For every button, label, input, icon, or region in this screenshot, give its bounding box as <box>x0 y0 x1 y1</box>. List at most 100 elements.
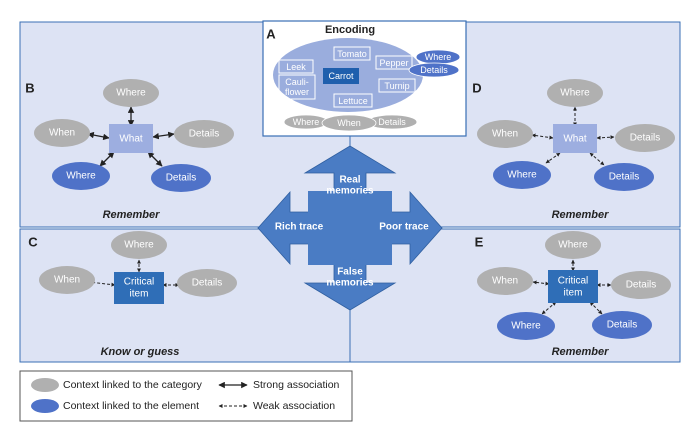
node-where-label: Where <box>124 240 154 251</box>
panel-a-letter: A <box>266 27 276 42</box>
node-details-label: Details <box>630 133 661 144</box>
node-when <box>39 266 95 294</box>
legend-element-label: Context linked to the element <box>63 400 199 412</box>
item-carrot-box <box>323 68 359 84</box>
node-element-details-label: Details <box>607 320 638 331</box>
edge-what-details <box>152 131 175 140</box>
edge-what-when <box>531 133 554 140</box>
encoding-category-when-label: When <box>337 118 361 128</box>
node-critical-item <box>548 270 598 303</box>
node-element-details-label: Details <box>609 172 640 183</box>
node-when-label: When <box>492 276 518 287</box>
panel-d-caption: Remember <box>552 209 610 221</box>
panel-a: A Encoding Tomato Leek Carrot Pepper Cau… <box>262 20 467 137</box>
node-element-where-label: Where <box>507 170 537 181</box>
edge-what-when <box>87 131 110 141</box>
panel-e: E Where When Details Where Details Criti… <box>349 228 681 363</box>
item-carrot: Carrot <box>328 71 354 81</box>
node-element-details-label: Details <box>166 173 197 184</box>
node-when-label: When <box>49 128 75 139</box>
edge-what-el-where <box>99 151 115 167</box>
arrow-center <box>308 191 392 265</box>
legend-weak-label: Weak association <box>253 400 335 412</box>
item-lettuce-box <box>333 93 373 108</box>
node-when-label: When <box>54 275 80 286</box>
edge-what-el-where <box>545 152 561 164</box>
edge-item-el-where <box>541 301 557 315</box>
legend-category-swatch <box>31 378 59 392</box>
item-cauliflower-line2: flower <box>285 87 309 97</box>
panel-b-caption: Remember <box>103 209 161 221</box>
node-element-where <box>52 162 110 190</box>
node-critical-item-line2: item <box>130 289 149 300</box>
panel-c-letter: C <box>28 235 38 250</box>
legend-box <box>19 370 353 422</box>
four-way-arrow: Real memories False memories Rich trace … <box>257 145 443 311</box>
edge-what-el-details <box>147 151 163 167</box>
panel-a-title: Encoding <box>325 24 375 36</box>
panel-e-caption: Remember <box>552 346 610 358</box>
node-what-label: What <box>119 134 143 145</box>
node-element-where-label: Where <box>66 171 96 182</box>
node-element-details <box>151 164 211 192</box>
node-details-label: Details <box>192 278 223 289</box>
node-details-label: Details <box>189 129 220 140</box>
node-where-label: Where <box>116 88 146 99</box>
encoding-element-details-label: Details <box>420 65 448 75</box>
panel-c-caption: Know or guess <box>101 346 180 358</box>
node-what <box>109 124 153 153</box>
node-critical-item <box>114 272 164 304</box>
arrow-poor-trace: Poor trace <box>379 222 429 233</box>
encoding-element-details <box>408 62 460 78</box>
encoding-category-where-label: Where <box>293 117 320 127</box>
node-element-where-label: Where <box>511 321 541 332</box>
node-when-label: When <box>492 129 518 140</box>
item-cauliflower-box <box>278 74 316 100</box>
edge-item-when <box>532 280 550 286</box>
node-when <box>34 119 90 147</box>
edge-what-details <box>596 135 615 140</box>
arrow-real-line1: Real <box>339 175 360 186</box>
node-what-label: What <box>563 134 587 145</box>
node-where <box>111 231 167 259</box>
encoding-element-where-label: Where <box>425 52 452 62</box>
item-pepper-box <box>375 55 413 70</box>
legend-category-label: Context linked to the category <box>63 379 203 391</box>
legend-strong-label: Strong association <box>253 379 340 391</box>
node-critical-item-line1: Critical <box>124 277 155 288</box>
item-lettuce: Lettuce <box>338 96 368 106</box>
panel-e-letter: E <box>475 235 484 250</box>
arrow-real-line2: memories <box>326 186 374 197</box>
edge-item-el-details <box>589 301 603 315</box>
node-details <box>174 120 234 148</box>
item-leek-box <box>278 59 314 74</box>
arrow-rich-trace: Rich trace <box>275 222 324 233</box>
node-details <box>611 271 671 299</box>
node-where <box>545 231 601 259</box>
item-pepper: Pepper <box>379 58 408 68</box>
encoding-category-when <box>321 114 377 132</box>
arrow-false-line1: False <box>337 267 363 278</box>
item-leek: Leek <box>286 62 306 72</box>
item-tomato-box <box>333 46 371 61</box>
node-when <box>477 267 533 295</box>
node-where-label: Where <box>560 88 590 99</box>
node-critical-item-line2: item <box>564 288 583 299</box>
item-tomato: Tomato <box>337 49 367 59</box>
node-where <box>103 79 159 107</box>
legend-element-swatch <box>31 399 59 413</box>
node-details-label: Details <box>626 280 657 291</box>
node-element-details <box>592 311 652 339</box>
panel-c: C Where When Details Critical item Know … <box>19 228 351 363</box>
legend: Context linked to the category Context l… <box>19 370 353 422</box>
node-element-where <box>497 312 555 340</box>
item-turnip-box <box>378 78 416 93</box>
panel-b-letter: B <box>25 81 34 96</box>
panel-d-letter: D <box>472 81 481 96</box>
node-critical-item-line1: Critical <box>558 276 589 287</box>
node-where-label: Where <box>558 240 588 251</box>
edge-what-el-details <box>589 152 605 166</box>
node-what <box>553 124 597 153</box>
node-details <box>615 124 675 152</box>
